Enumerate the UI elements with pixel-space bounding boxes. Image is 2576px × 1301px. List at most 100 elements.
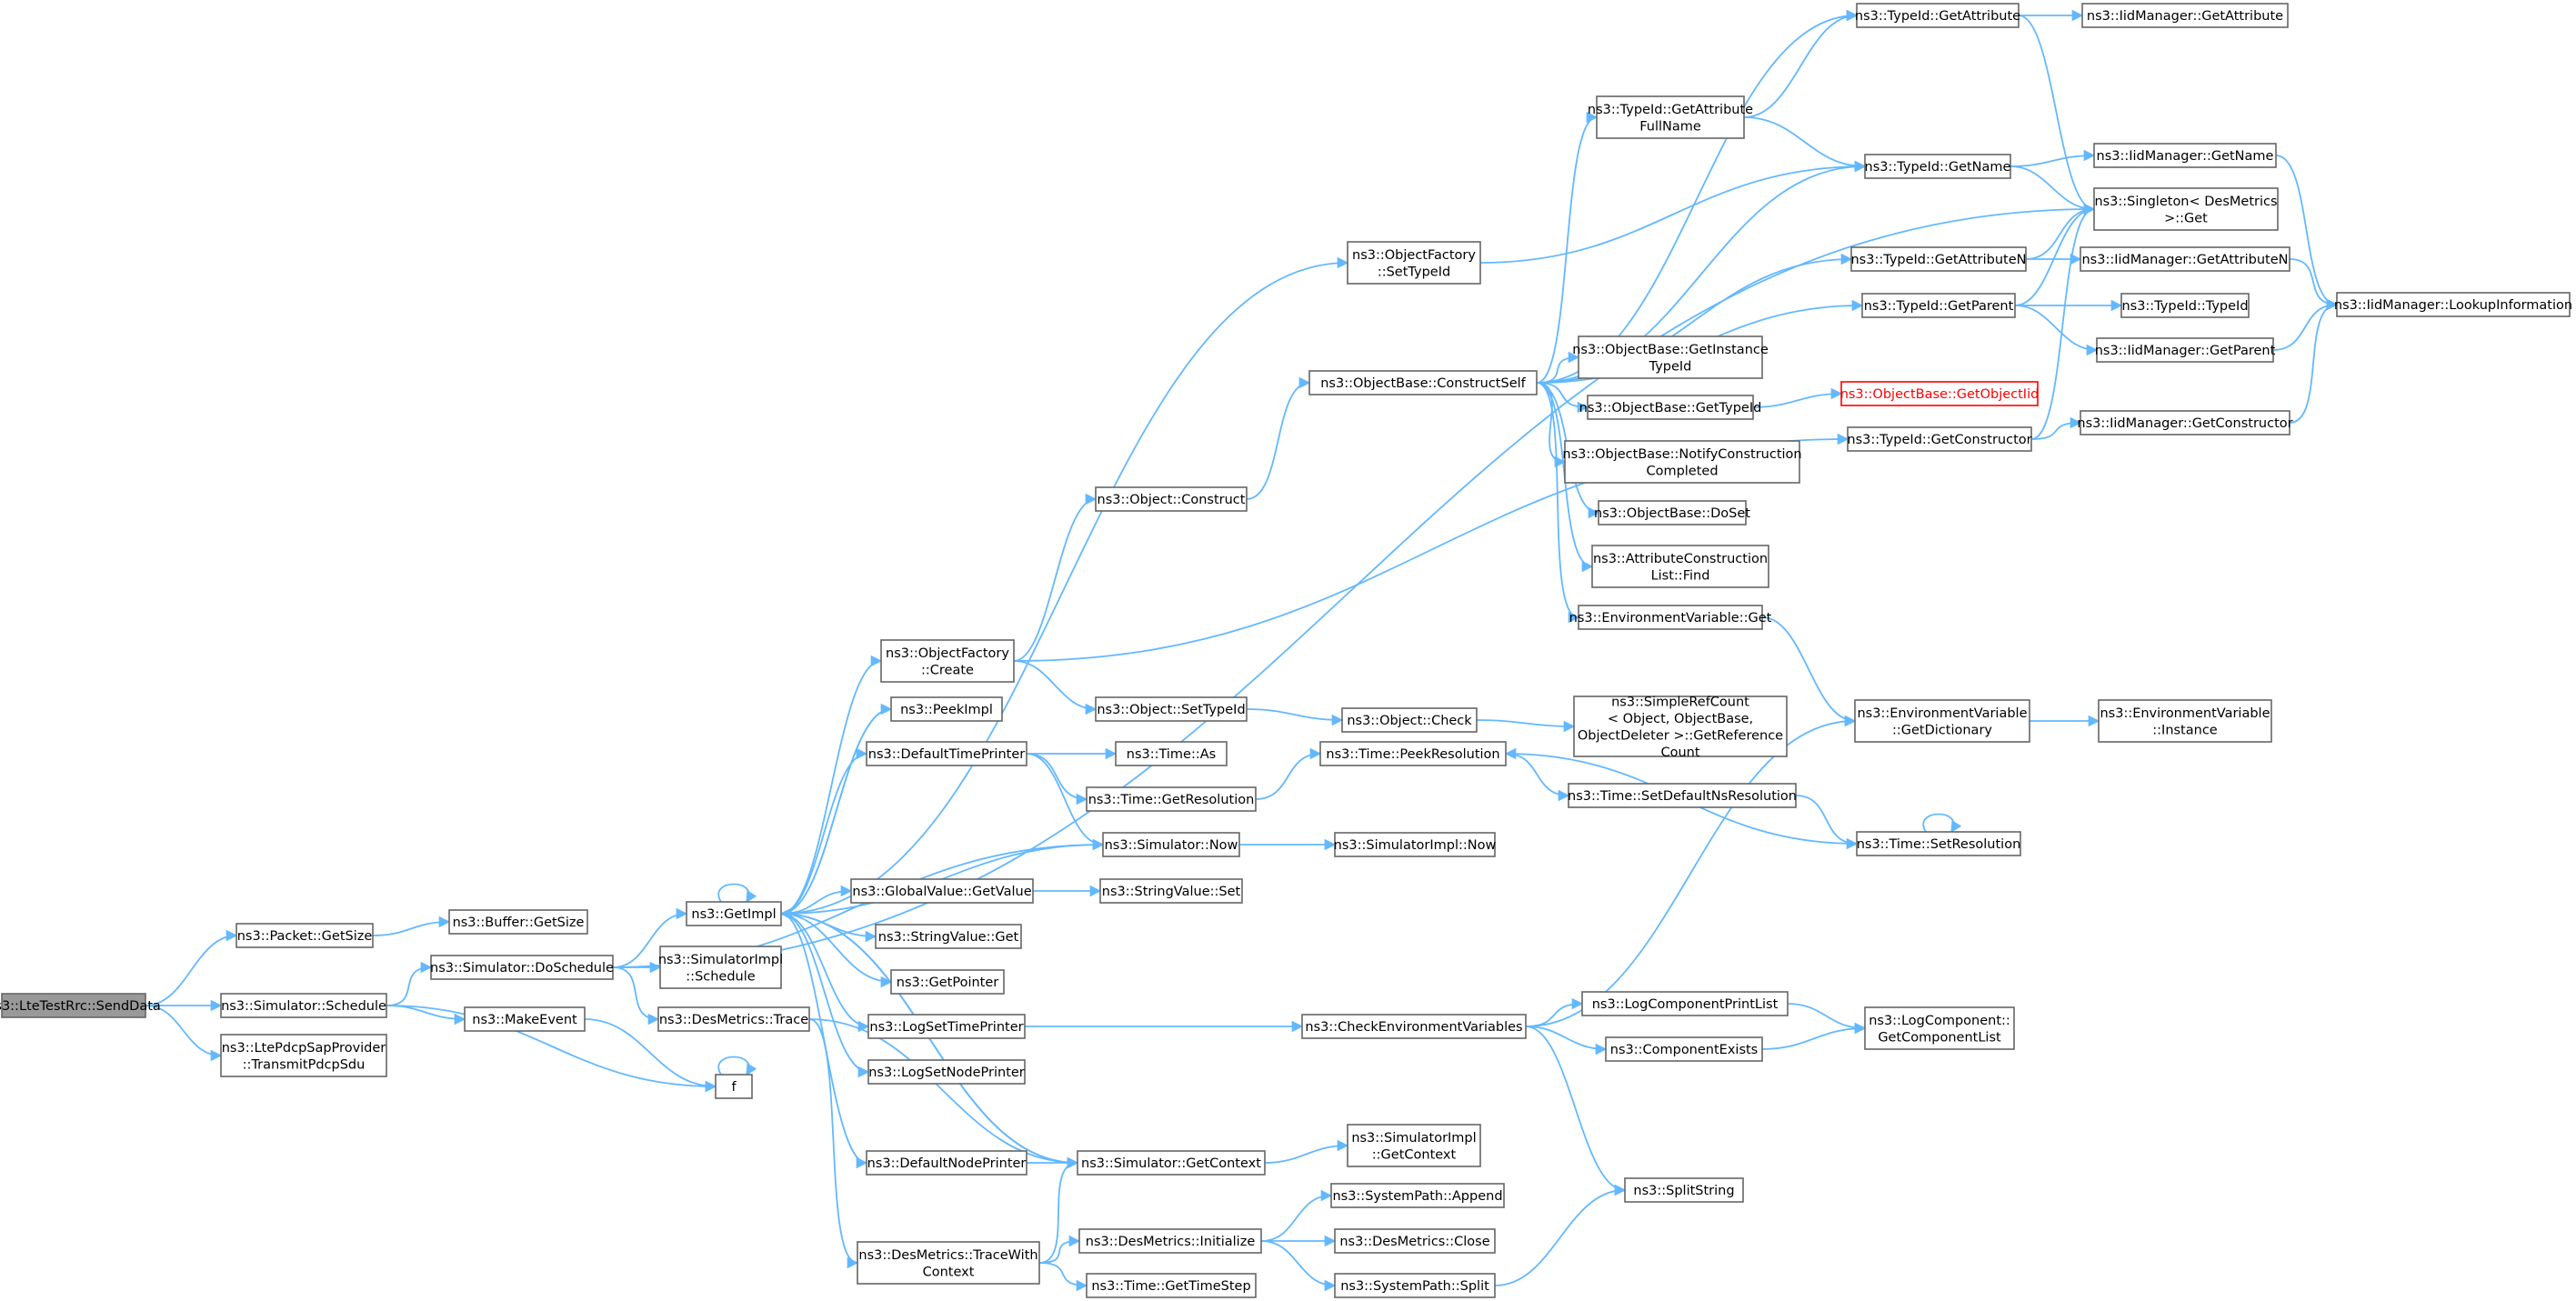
node-iidmanager_getparent[interactable]: ns3::IidManager::GetParent (2095, 337, 2276, 363)
node-objfactory_create[interactable]: ns3::ObjectFactory::Create (880, 639, 1015, 683)
node-time_setresolution[interactable]: ns3::Time::SetResolution (1856, 831, 2021, 856)
node-label: ns3::Time::GetResolution (1088, 793, 1255, 807)
node-label: ::SetTypeId (1378, 265, 1450, 279)
node-iidmanager_getattributen[interactable]: ns3::IidManager::GetAttributeN (2080, 246, 2290, 272)
node-label: ::GetDictionary (1892, 723, 1992, 737)
node-label: >::Get (2164, 211, 2208, 225)
node-desmetrics_trace[interactable]: ns3::DesMetrics::Trace (657, 1006, 810, 1032)
node-label: ns3::Object::SetTypeId (1097, 703, 1245, 717)
node-box (2096, 337, 2274, 363)
node-typeid_getparent[interactable]: ns3::TypeId::GetParent (1861, 293, 2016, 318)
node-packet_getsize[interactable]: ns3::Packet::GetSize (236, 923, 374, 948)
node-ltepdcp[interactable]: ns3::LtePdcpSapProvider::TransmitPdcpSdu (220, 1034, 387, 1077)
node-stringvalue_get[interactable]: ns3::StringValue::Get (875, 924, 1022, 949)
node-time_setdefaultnsresolution[interactable]: ns3::Time::SetDefaultNsResolution (1568, 783, 1797, 808)
node-time_peekresolution[interactable]: ns3::Time::PeekResolution (1319, 741, 1507, 766)
node-object_check[interactable]: ns3::Object::Check (1341, 707, 1478, 733)
node-envvar_get[interactable]: ns3::EnvironmentVariable::Get (1569, 605, 1772, 630)
node-box (1086, 1273, 1257, 1298)
node-time_getresolution[interactable]: ns3::Time::GetResolution (1086, 786, 1257, 812)
node-iidmanager_getattribute[interactable]: ns3::IidManager::GetAttribute (2081, 3, 2289, 28)
node-objbase_gettypeid[interactable]: ns3::ObjectBase::GetTypeId (1579, 395, 1762, 420)
node-systempath_split[interactable]: ns3::SystemPath::Split (1334, 1273, 1496, 1298)
node-box (2120, 293, 2250, 318)
node-label: ::TransmitPdcpSdu (243, 1057, 366, 1072)
node-sim_getcontext[interactable]: ns3::Simulator::GetContext (1077, 1150, 1266, 1176)
node-logsettimeprinter[interactable]: ns3::LogSetTimePrinter (867, 1014, 1026, 1039)
node-box (2098, 699, 2272, 743)
node-objbase_constructself[interactable]: ns3::ObjectBase::ConstructSelf (1308, 370, 1538, 395)
node-box (1319, 741, 1507, 766)
node-desmetrics_close[interactable]: ns3::DesMetrics::Close (1334, 1228, 1496, 1254)
edge-peekimpl-to-getimpl (779, 708, 892, 920)
node-getpointer[interactable]: ns3::GetPointer (890, 969, 1005, 995)
node-defaultnodeprinter[interactable]: ns3::DefaultNodePrinter (866, 1150, 1027, 1176)
node-typeid_getattribute[interactable]: ns3::TypeId::GetAttribute (1855, 3, 2020, 28)
node-box (1095, 696, 1248, 722)
edge-defaulttimeprinter-to-time_getresolution (1026, 753, 1088, 806)
node-singleton_get[interactable]: ns3::Singleton< DesMetrics>::Get (2093, 187, 2279, 231)
node-splitstring[interactable]: ns3::SplitString (1624, 1177, 1744, 1203)
node-objbase_doset[interactable]: ns3::ObjectBase::DoSet (1594, 500, 1750, 525)
node-buffer_getsize[interactable]: ns3::Buffer::GetSize (448, 909, 588, 935)
node-label: ns3::Buffer::GetSize (453, 916, 585, 930)
node-label: ns3::TypeId::GetConstructor (1847, 433, 2031, 447)
node-logcomponentprintlist[interactable]: ns3::LogComponentPrintList (1581, 991, 1789, 1016)
node-stringvalue_set[interactable]: ns3::StringValue::Set (1099, 878, 1243, 904)
node-typeid_typeid[interactable]: ns3::TypeId::TypeId (2120, 293, 2250, 318)
node-defaulttimeprinter[interactable]: ns3::DefaultTimePrinter (866, 741, 1027, 766)
node-box (1850, 246, 2027, 272)
node-object_settypeid[interactable]: ns3::Object::SetTypeId (1095, 696, 1248, 722)
node-desmetrics_initialize[interactable]: ns3::DesMetrics::Initialize (1078, 1228, 1262, 1254)
node-f[interactable]: f (715, 1074, 753, 1099)
node-globalvalue_getvalue[interactable]: ns3::GlobalValue::GetValue (850, 878, 1034, 904)
node-typeid_getconstructor[interactable]: ns3::TypeId::GetConstructor (1847, 426, 2032, 452)
edge-getimpl-to-defaulttimeprinter (780, 747, 868, 915)
node-iidmanager_lookupinformation[interactable]: ns3::IidManager::LookupInformation (2334, 292, 2572, 317)
edge-time_setresolution-to-time_setresolution (1922, 813, 1962, 834)
node-systempath_append[interactable]: ns3::SystemPath::Append (1330, 1183, 1505, 1208)
node-typeid_getname[interactable]: ns3::TypeId::GetName (1864, 154, 2011, 179)
edge-desmetrics_trace-to-desmetrics_tracewithcontext (808, 1018, 859, 1269)
node-simimpl_schedule[interactable]: ns3::SimulatorImpl::Schedule (658, 946, 783, 989)
node-envvar_instance[interactable]: ns3::EnvironmentVariable::Instance (2098, 699, 2272, 743)
node-simplerefcount[interactable]: ns3::SimpleRefCount< Object, ObjectBase,… (1573, 695, 1788, 760)
node-getimpl[interactable]: ns3::GetImpl (686, 901, 782, 926)
node-box (1573, 696, 1788, 757)
node-time_as[interactable]: ns3::Time::As (1115, 741, 1228, 766)
node-label: ns3::PeekImpl (900, 703, 993, 717)
node-sim_schedule[interactable]: ns3::Simulator::Schedule (220, 993, 387, 1018)
edge-getimpl-to-getpointer (780, 913, 893, 988)
node-checkenvvars[interactable]: ns3::CheckEnvironmentVariables (1301, 1014, 1527, 1039)
node-simimpl_now[interactable]: ns3::SimulatorImpl::Now (1334, 832, 1497, 857)
node-objbase_getobjectiid[interactable]: ns3::ObjectBase::GetObjectIid (1840, 381, 2040, 406)
node-logsetnodeprinter[interactable]: ns3::LogSetNodePrinter (867, 1059, 1026, 1085)
node-sim_doschedule[interactable]: ns3::Simulator::DoSchedule (430, 955, 614, 980)
node-makeevent[interactable]: ns3::MakeEvent (464, 1006, 586, 1032)
node-objfactory_settypeid[interactable]: ns3::ObjectFactory::SetTypeId (1347, 241, 1481, 285)
node-iidmanager_getconstructor[interactable]: ns3::IidManager::GetConstructor (2077, 410, 2293, 435)
node-object_construct[interactable]: ns3::Object::Construct (1095, 486, 1248, 512)
node-objbase_notifyconstruction[interactable]: ns3::ObjectBase::NotifyConstructionCompl… (1562, 440, 1802, 484)
node-box (715, 1074, 753, 1099)
node-envvar_getdictionary[interactable]: ns3::EnvironmentVariable::GetDictionary (1854, 699, 2030, 743)
node-box (1568, 783, 1797, 808)
node-label: ::Schedule (686, 969, 755, 984)
node-label: ns3::ObjectBase::DoSet (1594, 506, 1750, 521)
node-sim_now[interactable]: ns3::Simulator::Now (1102, 832, 1240, 857)
node-typeid_getattributen[interactable]: ns3::TypeId::GetAttributeN (1850, 246, 2027, 272)
node-logcomponent_getcomponentlist[interactable]: ns3::LogComponent::GetComponentList (1864, 1006, 2015, 1050)
node-time_gettimestep[interactable]: ns3::Time::GetTimeStep (1086, 1273, 1257, 1298)
edge-checkenvvars-to-envvar_getdictionary (1525, 715, 1857, 1027)
node-iidmanager_getname[interactable]: ns3::IidManager::GetName (2093, 143, 2277, 168)
node-label: ns3::LogComponentPrintList (1592, 997, 1779, 1012)
node-root[interactable]: ns3::LteTestRrc::SendData (0, 993, 161, 1018)
node-simimpl_getcontext[interactable]: ns3::SimulatorImpl::GetContext (1347, 1124, 1481, 1167)
node-peekimpl[interactable]: ns3::PeekImpl (890, 696, 1003, 722)
node-componentexists[interactable]: ns3::ComponentExists (1605, 1036, 1763, 1062)
